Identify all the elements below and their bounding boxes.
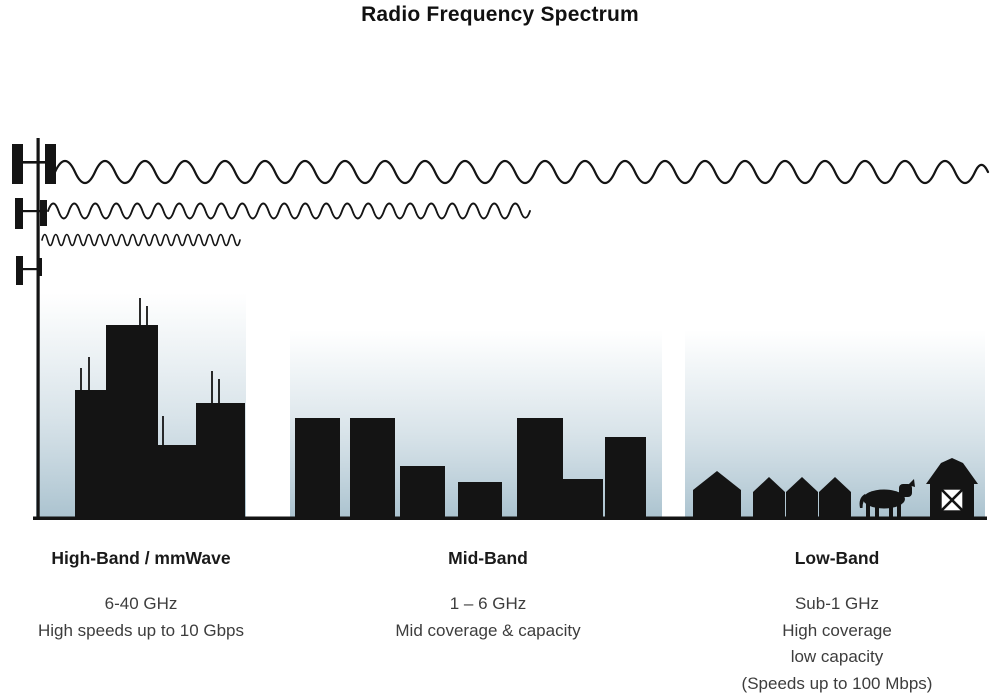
house-icon	[693, 471, 741, 517]
band-description-mid-band: Mid coverage & capacity	[395, 620, 581, 640]
band-description-low-band-3: (Speeds up to 100 Mbps)	[741, 673, 933, 693]
band-frequency-low-band: Sub-1 GHz	[794, 594, 880, 613]
cell-tower-icon	[12, 138, 56, 517]
cow-icon	[859, 479, 915, 517]
band-name-mid-band: Mid-Band	[448, 548, 528, 568]
band-label-mid-band: Mid-Band 1 – 6 GHz Mid coverage & capaci…	[338, 548, 638, 644]
low-band-rural-icon	[693, 458, 978, 517]
band-description-high-band: High speeds up to 10 Gbps	[37, 620, 245, 640]
band-name-high-band: High-Band / mmWave	[51, 548, 231, 568]
ground-line	[33, 516, 987, 520]
house-icon	[786, 477, 818, 517]
band-name-low-band: Low-Band	[794, 548, 880, 568]
band-label-low-band: Low-Band Sub-1 GHz High coverage low cap…	[687, 548, 987, 697]
antenna-panel-icon	[45, 144, 56, 184]
band-description-low-band-2: low capacity	[790, 647, 884, 666]
house-icon	[819, 477, 851, 517]
band-description-low-band-1: High coverage	[782, 620, 892, 640]
wave-mid-band-icon	[47, 202, 531, 220]
spectrum-scene	[12, 138, 990, 520]
antenna-panel-icon	[12, 144, 23, 184]
rooftop-antenna-icon	[80, 298, 220, 446]
band-frequency-mid-band: 1 – 6 GHz	[449, 594, 527, 613]
antenna-panel-icon	[40, 200, 47, 226]
house-icon	[753, 477, 785, 517]
band-label-high-band: High-Band / mmWave 6-40 GHz High speeds …	[10, 548, 272, 644]
mid-band-skyline-icon	[295, 418, 646, 520]
band-frequency-high-band: 6-40 GHz	[104, 594, 178, 613]
antenna-panel-icon	[37, 258, 42, 276]
antenna-panel-icon	[15, 198, 23, 229]
wave-high-band-icon	[41, 233, 241, 247]
diagram-title: Radio Frequency Spectrum	[361, 3, 639, 26]
antenna-panel-icon	[16, 256, 23, 285]
high-band-skyline-icon	[75, 298, 245, 520]
wave-low-band-icon	[53, 159, 990, 185]
barn-icon	[926, 458, 978, 517]
